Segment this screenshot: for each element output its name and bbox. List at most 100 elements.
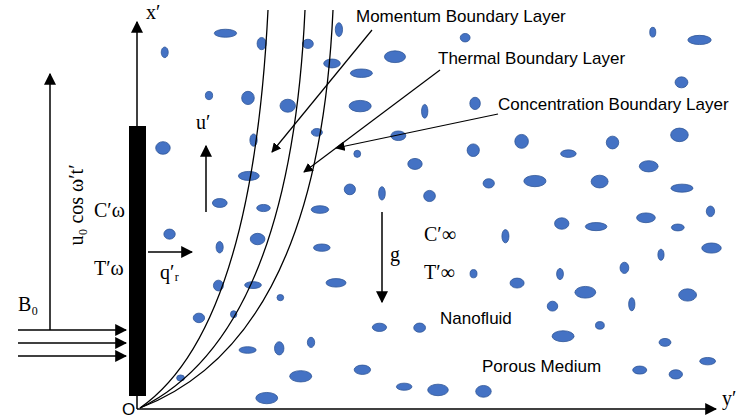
nanoparticle — [250, 233, 265, 244]
nanoparticle — [671, 184, 693, 192]
nanoparticle — [290, 371, 312, 382]
nanoparticle — [238, 171, 259, 180]
nanoparticle — [633, 366, 647, 374]
field-arrow — [18, 329, 126, 331]
nanoparticle — [591, 175, 608, 188]
nanoparticle — [502, 230, 509, 243]
plate — [129, 126, 146, 396]
nanoparticle — [372, 323, 386, 331]
nanoparticle — [671, 224, 684, 231]
nanoparticle — [424, 190, 436, 201]
nanoparticle — [324, 59, 341, 68]
temperature-label: T′∞ — [424, 262, 455, 282]
nanoparticle — [629, 298, 635, 311]
nanoparticle — [575, 286, 596, 298]
nanoparticle — [277, 295, 284, 301]
nanoparticle — [349, 100, 371, 111]
origin-label: O — [122, 401, 135, 418]
flux-arrow — [148, 251, 192, 253]
nanoparticle — [257, 204, 271, 211]
nanoparticle — [547, 301, 557, 311]
axis-label: y′ — [722, 388, 736, 408]
nanoparticle — [679, 289, 697, 301]
layer-label: Thermal Boundary Layer — [438, 50, 625, 67]
leader-line — [272, 30, 372, 152]
layer-label: Concentration Boundary Layer — [498, 96, 729, 113]
nanoparticle — [422, 104, 428, 118]
nanoparticle — [688, 35, 711, 44]
field-arrow — [18, 355, 126, 357]
concentration-label: C′ω — [94, 200, 125, 220]
nanoparticle — [460, 33, 470, 42]
fluid-label: Nanofluid — [440, 310, 512, 327]
nanoparticle — [164, 229, 175, 239]
nanoparticle — [335, 23, 342, 37]
nanoparticle — [671, 128, 689, 142]
nanoparticle — [242, 91, 255, 104]
nanoparticle — [414, 323, 426, 332]
nanoparticle — [557, 268, 564, 279]
nanoparticle — [205, 91, 212, 99]
nanoparticle — [396, 383, 412, 390]
nanoparticle — [476, 385, 492, 397]
nanoparticle — [510, 278, 524, 288]
nanoparticle — [344, 184, 355, 195]
nanoparticle — [515, 134, 529, 148]
nanoparticle — [408, 158, 422, 169]
thermal-layer — [140, 10, 305, 408]
temperature-label: T′ω — [94, 258, 124, 278]
nanoparticle — [639, 161, 658, 172]
nanoparticle — [354, 150, 361, 157]
nanoparticle — [214, 29, 236, 37]
nanoparticle — [280, 99, 295, 112]
layer-label: Momentum Boundary Layer — [356, 8, 566, 25]
nanoparticle — [467, 144, 479, 157]
nanoparticle — [239, 347, 256, 354]
nanoparticle — [606, 136, 618, 149]
nanoparticle — [637, 213, 656, 223]
gravity-label: g — [390, 244, 400, 264]
momentum-layer — [140, 10, 268, 408]
nanoparticle — [675, 77, 688, 88]
nanoparticle — [700, 357, 716, 364]
flux-label: q′ᵣ — [160, 262, 179, 282]
nanoparticle — [384, 51, 405, 63]
nanoparticle — [156, 142, 171, 155]
concentration-layer — [140, 10, 333, 408]
nanoparticle — [650, 27, 656, 37]
nanoparticle — [245, 282, 262, 289]
nanoparticle — [595, 322, 604, 330]
field-label: B₀ — [18, 294, 38, 314]
nanoparticle — [706, 206, 714, 217]
nanoparticle — [311, 206, 328, 214]
nanoparticle — [302, 39, 313, 48]
field-arrow — [18, 342, 126, 344]
medium-label: Porous Medium — [482, 358, 601, 375]
nanoparticle — [524, 175, 546, 186]
nanoparticle — [216, 241, 223, 253]
nanoparticle — [350, 69, 372, 77]
nanoparticle — [620, 262, 629, 273]
nanoparticle — [658, 249, 664, 260]
concentration-label: C′∞ — [424, 224, 456, 244]
nanoparticle — [256, 392, 278, 403]
nanoparticle — [470, 270, 477, 278]
nanoparticle — [313, 244, 330, 251]
nanoparticle — [702, 243, 722, 253]
nanoparticle — [585, 223, 607, 231]
velocity-arrow — [49, 74, 51, 330]
nanoparticle — [561, 150, 577, 158]
gravity-arrow — [381, 212, 383, 302]
nanoparticle — [161, 47, 168, 58]
nanoparticle — [555, 218, 569, 229]
nanoparticle — [659, 338, 671, 346]
leader-line — [336, 114, 498, 148]
nanoparticle — [307, 337, 314, 347]
nanoparticle — [379, 187, 386, 200]
nanoparticles — [156, 23, 722, 404]
nanoparticle — [483, 179, 494, 188]
nanoparticle — [193, 313, 204, 323]
axis-label: x′ — [146, 2, 160, 22]
velocity-label: u′ — [196, 112, 210, 132]
nanoparticle — [212, 199, 227, 208]
